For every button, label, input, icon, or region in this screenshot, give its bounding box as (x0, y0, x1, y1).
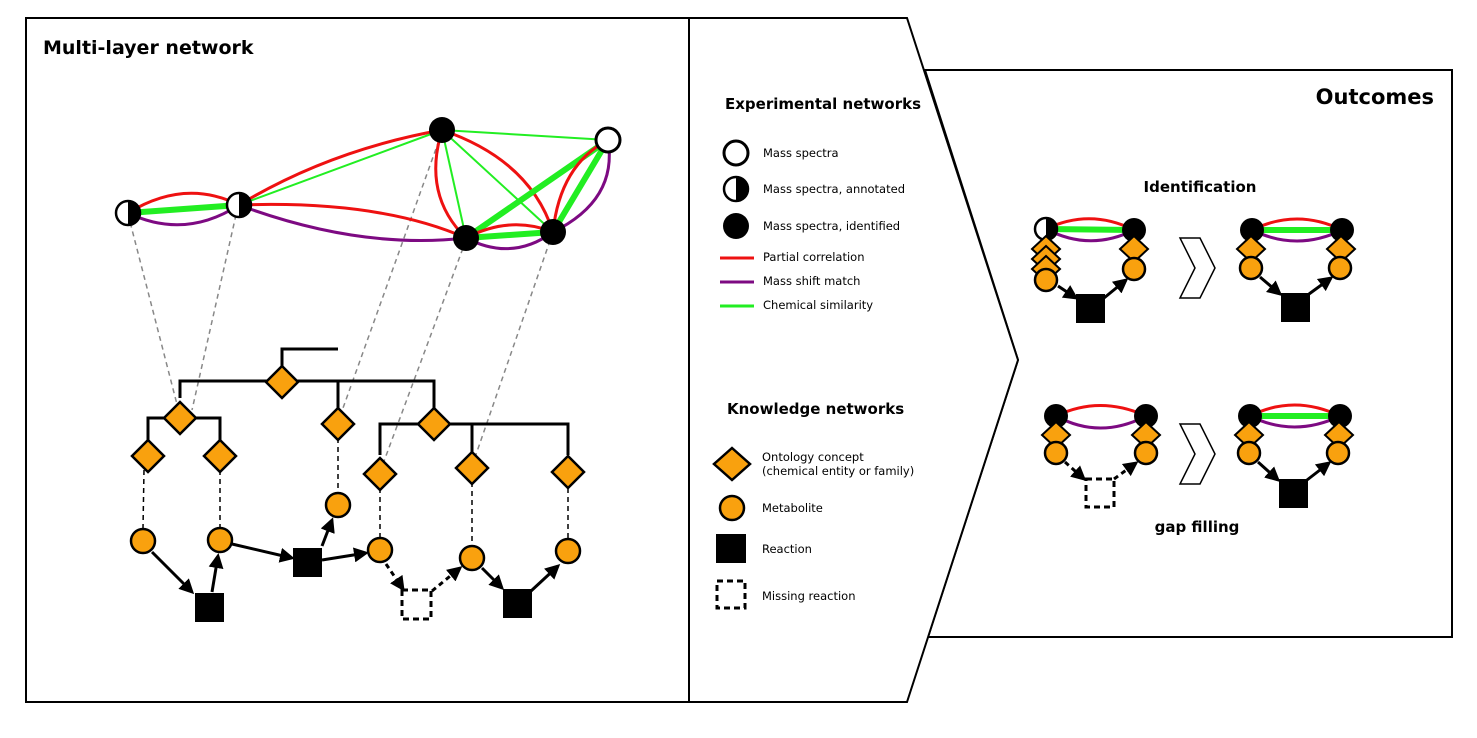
legend-chemical-similarity-label: Chemical similarity (763, 298, 873, 312)
identified-node (1328, 404, 1352, 428)
experimental-networks-heading: Experimental networks (725, 95, 921, 113)
identified-node (1238, 404, 1262, 428)
identified-node (1134, 404, 1158, 428)
gap-filling-before (1040, 404, 1162, 509)
identification-arrow-chevron (1178, 237, 1216, 299)
legend-identified-label: Mass spectra, identified (763, 219, 900, 233)
identification-after (1235, 217, 1357, 322)
outcomes-title: Outcomes (1316, 85, 1434, 109)
ontology-to-metabolite-links (142, 438, 569, 545)
left-panel-frame (25, 17, 690, 703)
legend-reaction-label: Reaction (762, 542, 812, 556)
legend-annotated-label: Mass spectra, annotated (763, 182, 905, 196)
gap-filling-arrow-chevron (1178, 423, 1216, 485)
missing-reaction-arrows (384, 563, 463, 593)
knowledge-networks-heading: Knowledge networks (727, 400, 904, 418)
experimental-network-edges (127, 128, 611, 251)
identified-node (1330, 218, 1354, 242)
node-mass-spectra-1 (594, 126, 622, 154)
legend-ontology-label-line1: Ontology concept (762, 450, 864, 464)
legend-reaction-icon (716, 534, 746, 563)
metabolite (1121, 256, 1147, 282)
legend-metabolite-label: Metabolite (762, 501, 823, 515)
legend-ontology-label-line2: (chemical entity or family) (762, 464, 914, 478)
node-identified-2 (453, 225, 479, 251)
identification-label: Identification (1144, 178, 1257, 196)
reaction-arrows (150, 517, 561, 595)
gap-filling-label: gap filling (1155, 518, 1240, 536)
legend-metabolite-icon (718, 494, 746, 522)
ontology-diamond (416, 406, 452, 442)
metabolite (1133, 440, 1159, 466)
reaction (1279, 479, 1308, 508)
metabolite (1327, 255, 1353, 281)
node-identified-1 (429, 117, 455, 143)
missing-reaction (400, 588, 433, 621)
metabolite (1325, 440, 1351, 466)
reaction (1281, 293, 1310, 322)
ontology-diamond (550, 454, 586, 490)
reaction (195, 593, 224, 622)
ontology-diamond (202, 438, 238, 474)
legend-mass-spectra-icon (722, 139, 750, 167)
ontology-diamond (130, 438, 166, 474)
legend-partial-correlation-label: Partial correlation (763, 250, 865, 264)
metabolite (1033, 267, 1059, 293)
metabolite (458, 544, 486, 572)
metabolite (206, 526, 234, 554)
metabolite (1043, 440, 1069, 466)
ontology-diamond-root (264, 364, 300, 400)
left-panel-title: Multi-layer network (43, 37, 254, 59)
identified-node (1044, 404, 1068, 428)
missing-reaction (1084, 477, 1116, 509)
metabolite (324, 491, 352, 519)
metabolite (129, 527, 157, 555)
node-annotated-1 (114, 199, 142, 227)
metabolite (366, 536, 394, 564)
layer-mapping-lines (127, 131, 554, 473)
metabolites (129, 491, 582, 572)
reaction (1076, 294, 1105, 323)
node-annotated-2 (225, 191, 253, 219)
ontology-diamond (320, 406, 356, 442)
legend-panel-frame (688, 17, 1020, 703)
metabolite (554, 537, 582, 565)
gap-filling-after (1233, 403, 1355, 508)
ontology-diamond (162, 400, 198, 436)
ontology-diamond (454, 450, 490, 486)
legend-missing-reaction-icon (715, 579, 747, 610)
legend-mass-shift-label: Mass shift match (763, 274, 860, 288)
legend-identified-icon (723, 213, 749, 239)
legend-missing-reaction-label: Missing reaction (762, 589, 856, 603)
legend-ontology-icon (712, 446, 752, 482)
legend-mass-spectra-label: Mass spectra (763, 146, 839, 160)
identified-node (1122, 218, 1146, 242)
metabolite (1238, 255, 1264, 281)
ontology-diamond (362, 456, 398, 492)
node-identified-3 (540, 219, 566, 245)
reaction (293, 548, 322, 577)
ontology-concepts (130, 364, 586, 492)
identification-before (1030, 216, 1150, 323)
metabolite (1236, 440, 1262, 466)
identified-node (1240, 218, 1264, 242)
legend-annotated-icon (722, 175, 750, 203)
reaction (503, 589, 532, 618)
